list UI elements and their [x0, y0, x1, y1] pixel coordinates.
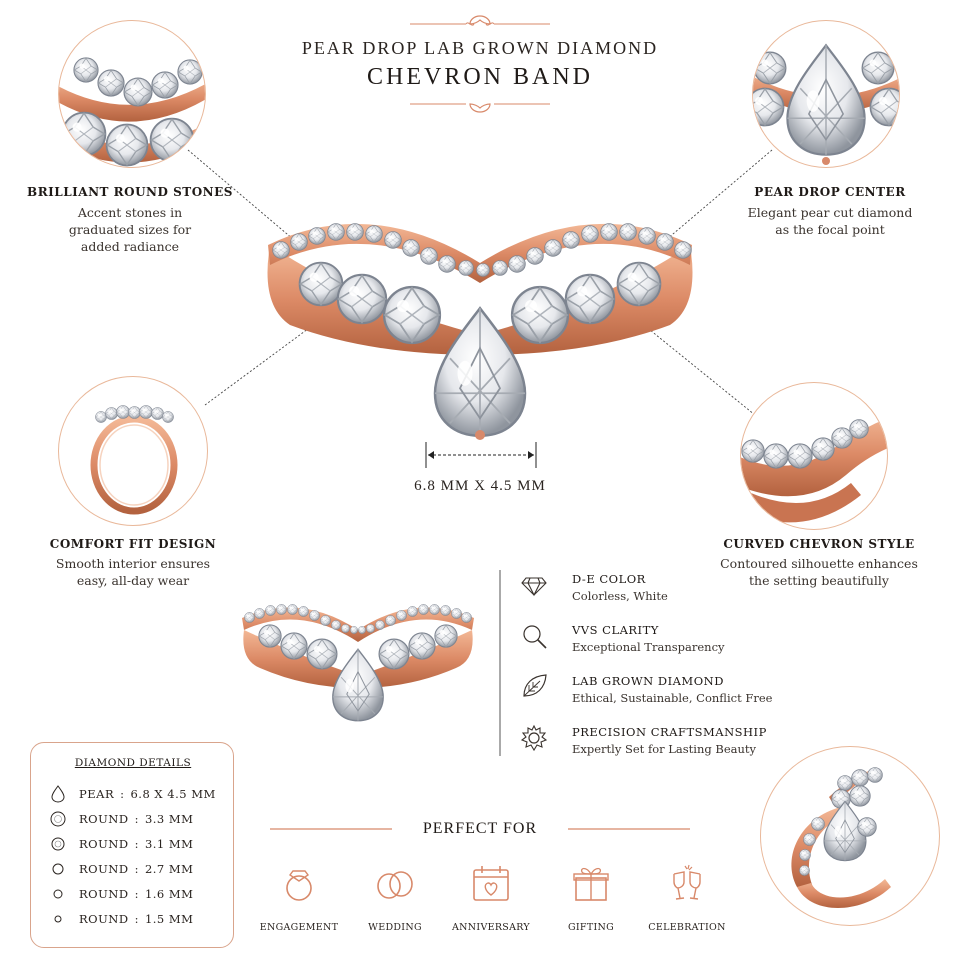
feature-desc-round-stones: Accent stones in graduated sizes for add…: [68, 205, 192, 254]
spec-color: [520, 570, 548, 602]
wedding-rings-icon: [377, 871, 413, 899]
title-line-1: PEAR DROP LAB GROWN DIAMOND: [301, 38, 659, 58]
title-line-2: CHEVRON BAND: [366, 64, 593, 90]
spec-desc-clarity: Exceptional Transparency: [572, 640, 725, 654]
main-ring-image: [267, 223, 693, 440]
feature-desc-chevron-style: Contoured silhouette enhances the settin…: [720, 556, 918, 588]
champagne-glasses-icon: [673, 864, 701, 900]
diamond-detail-row: ROUND : 2.7 MM: [47, 860, 233, 878]
diamond-details-box: DIAMOND DETAILS PEAR : 6.8 X 4.5 MM ROUN…: [30, 742, 234, 948]
brilliant-round-stones-closeup: [58, 20, 206, 168]
perfect-for-label: ANNIVERSARY: [452, 922, 530, 933]
round-shape-icon: [47, 889, 69, 899]
dimension-marker: [425, 442, 537, 468]
diamond-detail-row: ROUND : 3.3 MM: [47, 810, 233, 828]
round-shape-icon: [47, 837, 69, 851]
feature-desc-comfort-fit: Smooth interior ensures easy, all-day we…: [55, 556, 211, 588]
perfect-for-wedding: WEDDING: [340, 862, 450, 933]
spec-title-lab-grown: LAB GROWN DIAMOND: [572, 674, 724, 688]
spec-craftsmanship: [520, 724, 548, 756]
perfect-for-label: WEDDING: [368, 922, 422, 933]
feature-desc-pear-center: Elegant pear cut diamond as the focal po…: [747, 205, 913, 237]
perfect-for-gifting: GIFTING: [536, 862, 646, 933]
perfect-for-label: ENGAGEMENT: [259, 922, 339, 933]
spec-title-color: D-E COLOR: [572, 572, 646, 586]
spec-clarity: [520, 622, 548, 654]
perfect-for-label: GIFTING: [567, 922, 615, 933]
feature-title-comfort-fit: COMFORT FIT DESIGN: [49, 537, 217, 551]
diamond-detail-row: PEAR : 6.8 X 4.5 MM: [47, 785, 233, 803]
spec-title-craftsmanship: PRECISION CRAFTSMANSHIP: [572, 725, 767, 739]
feature-title-round-stones: BRILLIANT ROUND STONES: [27, 185, 233, 199]
angled-ring-view: [760, 746, 940, 926]
leaf-icon: [523, 674, 547, 697]
perfect-for-title: PERFECT FOR: [422, 820, 538, 837]
spec-title-clarity: VVS CLARITY: [572, 623, 659, 637]
perfect-for-label: CELEBRATION: [648, 922, 726, 933]
spec-lab-grown: [520, 672, 548, 704]
perfect-for-celebration: CELEBRATION: [632, 862, 742, 933]
gear-icon: [520, 724, 548, 752]
round-shape-icon: [47, 863, 69, 875]
chevron-style-closeup: [740, 382, 888, 530]
spec-desc-craftsmanship: Expertly Set for Lasting Beauty: [572, 742, 757, 756]
secondary-ring-image: [242, 604, 474, 722]
feature-title-chevron-style: CURVED CHEVRON STYLE: [723, 537, 915, 551]
diamond-details-title: DIAMOND DETAILS: [74, 757, 192, 769]
pear-shape-icon: [47, 785, 69, 803]
header-ornament-bottom: [410, 103, 550, 113]
diamond-icon: [521, 577, 547, 597]
spec-desc-color: Colorless, White: [572, 589, 668, 603]
pear-drop-center-closeup: [752, 20, 900, 168]
calendar-heart-icon: [473, 866, 509, 901]
comfort-fit-closeup: [58, 376, 208, 526]
perfect-for-anniversary: ANNIVERSARY: [436, 862, 546, 933]
magnifier-icon: [523, 625, 547, 649]
ring-icon: [286, 870, 312, 901]
round-shape-icon: [47, 915, 69, 923]
spec-desc-lab-grown: Ethical, Sustainable, Conflict Free: [572, 691, 773, 705]
diamond-detail-row: ROUND : 1.5 MM: [47, 910, 233, 928]
gift-icon: [573, 867, 609, 901]
header-ornament-top: [410, 15, 550, 26]
diamond-detail-row: ROUND : 1.6 MM: [47, 885, 233, 903]
perfect-for-engagement: ENGAGEMENT: [244, 862, 354, 933]
diamond-detail-row: ROUND : 3.1 MM: [47, 835, 233, 853]
round-shape-icon: [47, 811, 69, 827]
feature-title-pear-center: PEAR DROP CENTER: [754, 185, 906, 199]
specs-list: D-E COLOR Colorless, White VVS CLARITY E…: [520, 568, 820, 768]
dimension-label: 6.8 MM X 4.5 MM: [414, 478, 546, 494]
